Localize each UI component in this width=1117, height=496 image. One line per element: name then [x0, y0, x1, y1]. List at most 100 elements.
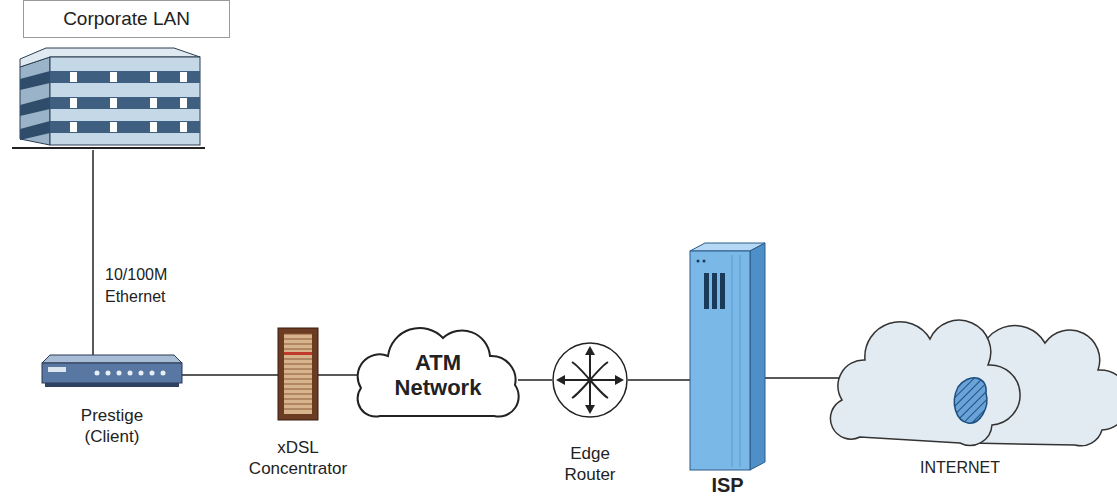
server-icon — [690, 243, 765, 470]
connector-line — [92, 150, 94, 355]
router-arrow — [590, 379, 618, 381]
device-label: Prestige (Client) — [72, 405, 152, 447]
rack-slot — [284, 369, 312, 370]
server-seam — [740, 255, 741, 467]
building-side — [20, 57, 50, 145]
connector-line — [318, 374, 358, 376]
server-dot — [697, 260, 700, 263]
rack-slot — [284, 339, 312, 340]
connector-line — [518, 379, 552, 381]
router-arrowhead — [556, 375, 565, 385]
window — [150, 98, 157, 108]
network-cloud-node: ATM Network — [358, 330, 518, 420]
client-device-node: Prestige (Client) — [42, 355, 182, 387]
rack-slot — [284, 359, 312, 360]
device-label: xDSL Concentrator — [248, 437, 348, 479]
connector-label: 10/100M Ethernet — [105, 264, 190, 308]
router-arrow — [589, 352, 591, 380]
node-title: Corporate LAN — [23, 0, 230, 38]
rack-slot — [284, 389, 312, 390]
window-band — [20, 97, 50, 116]
cloud-outline — [830, 320, 1020, 445]
connector-line — [628, 379, 690, 381]
window-band — [50, 121, 200, 133]
window — [180, 122, 187, 132]
router-curve — [572, 362, 608, 398]
server-front — [690, 251, 750, 470]
status-led — [95, 371, 100, 376]
router-arrowhead — [585, 346, 595, 355]
hatched-blob — [954, 378, 987, 423]
window — [110, 72, 117, 82]
window — [180, 72, 187, 82]
window — [150, 122, 157, 132]
modem-icon — [42, 355, 182, 387]
window — [70, 98, 77, 108]
device-front — [42, 363, 182, 383]
window — [180, 98, 187, 108]
server-node: ISP — [690, 243, 765, 470]
status-led — [128, 371, 133, 376]
server-slot — [704, 273, 709, 309]
rack-slot — [284, 379, 312, 380]
router-arrowhead — [615, 375, 624, 385]
status-led — [150, 371, 155, 376]
rack-slot — [284, 394, 312, 395]
window — [110, 122, 117, 132]
router-curve — [572, 362, 608, 398]
window-band — [20, 121, 50, 140]
window — [70, 72, 77, 82]
status-led — [117, 371, 122, 376]
rack-slot — [284, 344, 312, 345]
server-slot — [712, 273, 717, 309]
building-front — [50, 57, 200, 145]
rack-panel — [284, 334, 312, 414]
connector-line — [765, 377, 840, 379]
router-circle — [553, 343, 627, 417]
concentrator-node: xDSL Concentrator — [278, 328, 318, 420]
rack-slot — [284, 404, 312, 405]
connector-line — [182, 374, 278, 376]
rack-slot — [284, 364, 312, 365]
router-arrow — [589, 380, 591, 408]
window-band — [20, 71, 50, 90]
device-label: Edge Router — [557, 443, 623, 485]
internet-icon — [840, 325, 1110, 450]
window-band — [50, 97, 200, 109]
server-side — [750, 243, 765, 470]
router-node: Edge Router — [552, 342, 628, 418]
device-label: ISP — [690, 473, 765, 496]
server-seam — [732, 255, 733, 467]
cloud-label: INTERNET — [890, 457, 1030, 478]
router-arrowhead — [585, 405, 595, 414]
rack-body — [278, 328, 318, 420]
ground-line — [12, 147, 205, 149]
window-band — [50, 71, 200, 83]
status-led — [106, 371, 111, 376]
rack-icon — [278, 328, 318, 420]
window — [150, 72, 157, 82]
window — [110, 98, 117, 108]
device-badge — [48, 367, 66, 372]
internet-cloud-node: INTERNET — [840, 325, 1110, 450]
rack-stripe — [284, 352, 312, 355]
rack-slot — [284, 334, 312, 335]
window — [70, 122, 77, 132]
rack-slot — [284, 409, 312, 410]
cloud-outline — [358, 328, 519, 417]
device-top — [42, 355, 182, 363]
rack-slot — [284, 399, 312, 400]
rack-slot — [284, 384, 312, 385]
device-base — [45, 383, 179, 387]
router-arrow — [562, 379, 590, 381]
cloud-label: ATM Network — [388, 350, 488, 400]
rack-slot — [284, 349, 312, 350]
corporate-lan-node: Corporate LAN — [12, 45, 205, 150]
rack-slot — [284, 374, 312, 375]
server-dot — [703, 260, 706, 263]
status-led — [139, 371, 144, 376]
building-icon — [12, 45, 205, 150]
server-slot — [720, 273, 725, 309]
router-icon — [552, 342, 628, 418]
